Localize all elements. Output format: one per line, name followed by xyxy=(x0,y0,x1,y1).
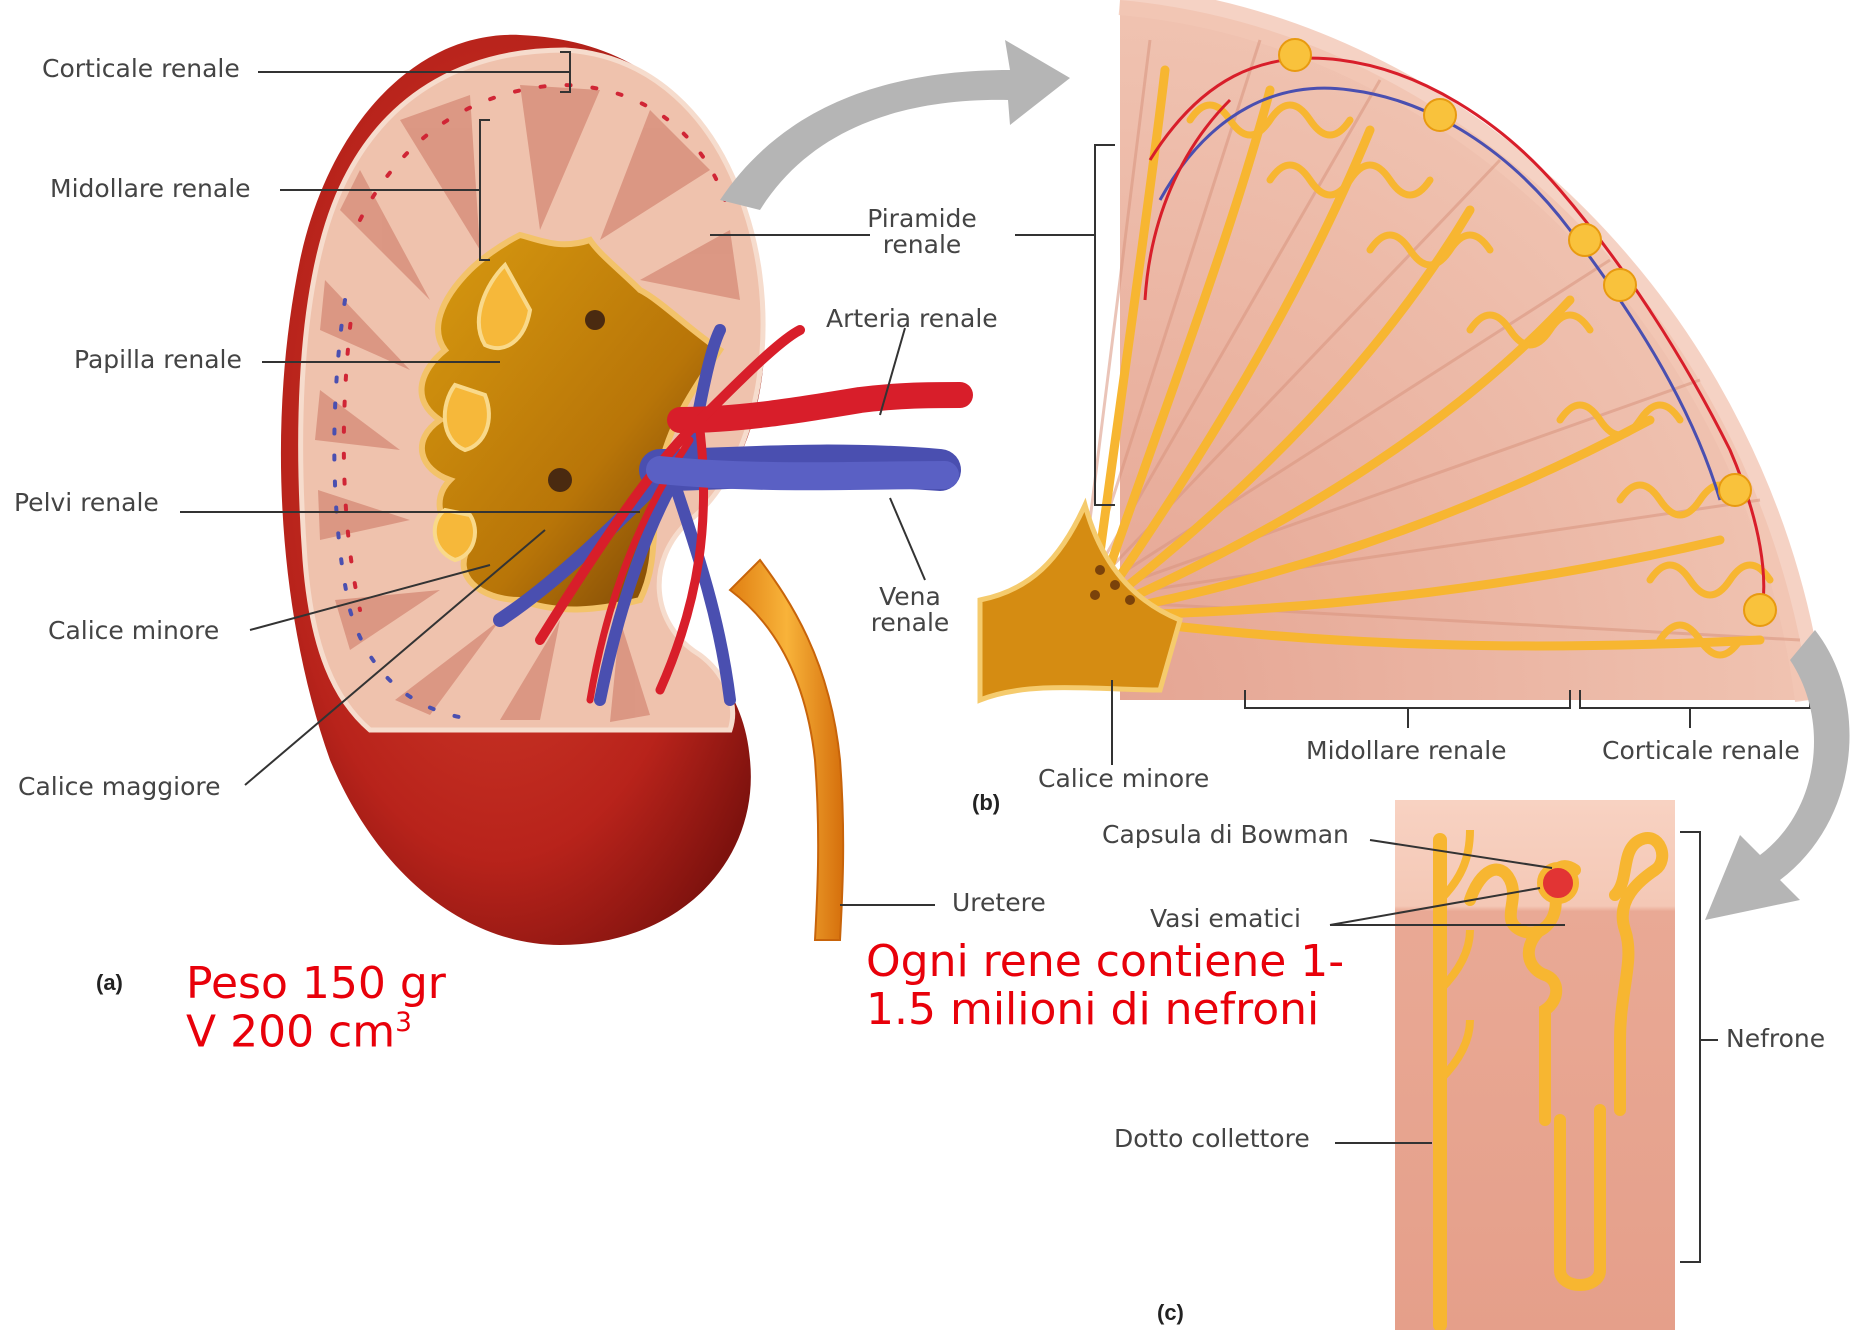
renal-vein-front xyxy=(660,470,945,476)
nephron-illustration xyxy=(1395,800,1675,1330)
label-nefrone: Nefrone xyxy=(1726,1026,1825,1052)
label-pelvi-renale: Pelvi renale xyxy=(14,490,159,516)
label-vasi-ematici: Vasi ematici xyxy=(1150,906,1301,932)
note-nefroni-line2: 1.5 milioni di nefroni xyxy=(866,986,1344,1034)
piramide-line1: Piramide xyxy=(862,206,982,232)
cortex-medulla-wedge xyxy=(980,0,1810,700)
kidney-illustration xyxy=(281,35,960,945)
label-papilla-renale: Papilla renale xyxy=(74,347,242,373)
label-corticale-renale-b: Corticale renale xyxy=(1602,738,1800,764)
note-nefroni: Ogni rene contiene 1- 1.5 milioni di nef… xyxy=(866,938,1344,1035)
label-calice-maggiore: Calice maggiore xyxy=(18,774,221,800)
note-volume: V 200 cm3 xyxy=(186,1008,446,1057)
piramide-line2: renale xyxy=(862,232,982,258)
panel-label-a: (a) xyxy=(96,970,123,996)
label-capsula-bowman: Capsula di Bowman xyxy=(1102,822,1349,848)
note-nefroni-line1: Ogni rene contiene 1- xyxy=(866,938,1344,986)
label-uretere: Uretere xyxy=(952,890,1046,916)
panel-label-b: (b) xyxy=(972,790,1000,816)
label-calice-minore-a: Calice minore xyxy=(48,618,219,644)
vena-line1: Vena xyxy=(858,584,962,610)
label-midollare-renale-b: Midollare renale xyxy=(1306,738,1507,764)
note-volume-text: V 200 cm xyxy=(186,1007,395,1058)
arrow-to-b-icon xyxy=(720,40,1070,210)
note-peso-text: Peso 150 gr xyxy=(186,960,446,1008)
label-arteria-renale: Arteria renale xyxy=(826,306,998,332)
label-calice-minore-b: Calice minore xyxy=(1038,766,1209,792)
note-volume-sup: 3 xyxy=(395,1007,412,1038)
label-midollare-renale: Midollare renale xyxy=(50,176,251,202)
label-piramide-renale: Piramide renale xyxy=(862,206,982,259)
vena-line2: renale xyxy=(858,610,962,636)
glomerulus xyxy=(1540,865,1576,901)
label-corticale-renale: Corticale renale xyxy=(42,56,240,82)
label-vena-renale: Vena renale xyxy=(858,584,962,637)
label-dotto-collettore: Dotto collettore xyxy=(1114,1126,1310,1152)
panel-label-c: (c) xyxy=(1157,1300,1184,1326)
note-peso: Peso 150 gr V 200 cm3 xyxy=(186,960,446,1057)
